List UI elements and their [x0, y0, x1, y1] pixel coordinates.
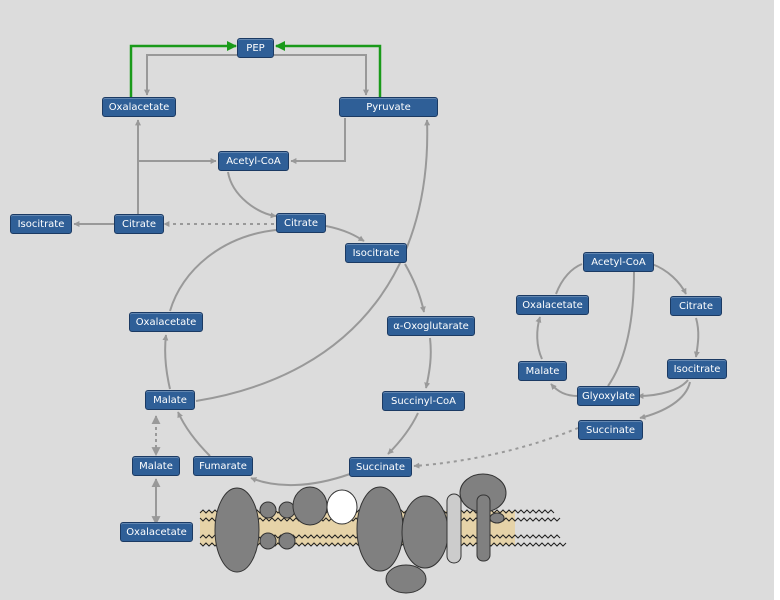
membrane-proteins	[214, 473, 507, 594]
arrow-oxoglutarate-to-succinyl-coa	[424, 337, 432, 389]
arrow-succinate-to-fumarate	[250, 473, 351, 487]
node-citrate-gly[interactable]: Citrate	[670, 296, 722, 316]
node-acetyl-coa-gly[interactable]: Acetyl-CoA	[583, 252, 654, 272]
node-oxalacetate-tca[interactable]: Oxalacetate	[129, 312, 203, 332]
node-citrate-left[interactable]: Citrate	[114, 214, 164, 234]
node-succinyl-coa[interactable]: Succinyl-CoA	[382, 391, 465, 411]
arrow-succinyl-coa-to-succinate	[387, 412, 419, 455]
arrow-malate-to-pyruvate	[195, 119, 431, 402]
node-pyruvate[interactable]: Pyruvate	[339, 97, 438, 117]
node-acetyl-coa-main[interactable]: Acetyl-CoA	[218, 151, 289, 171]
arrow-malate-to-oxalacetate-gly	[535, 316, 543, 360]
node-oxalacetate-gly[interactable]: Oxalacetate	[516, 295, 589, 315]
node-pep[interactable]: PEP	[237, 38, 274, 58]
arrow-acetyl-coa-to-citrate	[227, 171, 277, 219]
node-isocitrate-gly[interactable]: Isocitrate	[667, 359, 727, 379]
node-oxalacetate-top[interactable]: Oxalacetate	[102, 97, 176, 117]
arrow-succinate-export	[413, 427, 579, 469]
arrow-isocitrate-to-succinate	[639, 381, 691, 420]
arrow-gly-acetyl-coa-to-citrate	[651, 263, 687, 295]
arrow-citrate-to-isocitrate-tca	[325, 225, 365, 242]
arrow-pep-to-pyruvate	[274, 54, 369, 96]
arrow-gly-citrate-to-isocitrate	[693, 317, 700, 358]
arrow-isocitrate-to-glyoxylate	[637, 379, 689, 399]
node-isocitrate-tca[interactable]: Isocitrate	[345, 243, 407, 263]
node-malate-transport[interactable]: Malate	[132, 456, 180, 476]
arrow-isocitrate-to-oxoglutarate	[404, 263, 426, 313]
arrow-pep-to-oxalacetate	[144, 54, 237, 96]
node-malate-tca[interactable]: Malate	[145, 390, 195, 410]
node-glyoxylate[interactable]: Glyoxylate	[577, 386, 640, 406]
node-malate-gly[interactable]: Malate	[518, 361, 567, 381]
node-fumarate[interactable]: Fumarate	[193, 456, 253, 476]
arrow-oxalacetate-to-acetyl-coa-gly	[555, 263, 583, 295]
arrow-fumarate-to-malate	[177, 411, 211, 457]
node-oxalacetate-bottom[interactable]: Oxalacetate	[120, 522, 193, 542]
arrow-pyruvate-to-pep	[275, 41, 382, 97]
node-isocitrate-left[interactable]: Isocitrate	[10, 214, 72, 234]
arrow-oxalacetate-to-pep	[129, 41, 237, 97]
node-alpha-oxoglutarate[interactable]: α-Oxoglutarate	[387, 316, 475, 336]
arrow-pyruvate-to-acetyl-coa	[290, 118, 346, 164]
arrow-malate-to-oxalacetate	[162, 334, 171, 390]
arrow-acetyl-coa-to-glyoxylate	[607, 271, 635, 387]
arrow-glyoxylate-to-malate	[550, 383, 579, 397]
node-citrate-tca[interactable]: Citrate	[276, 213, 326, 233]
node-succinate-gly[interactable]: Succinate	[578, 420, 643, 440]
arrow-oxalacetate-to-citrate	[169, 229, 277, 312]
node-succinate-tca[interactable]: Succinate	[349, 457, 412, 477]
